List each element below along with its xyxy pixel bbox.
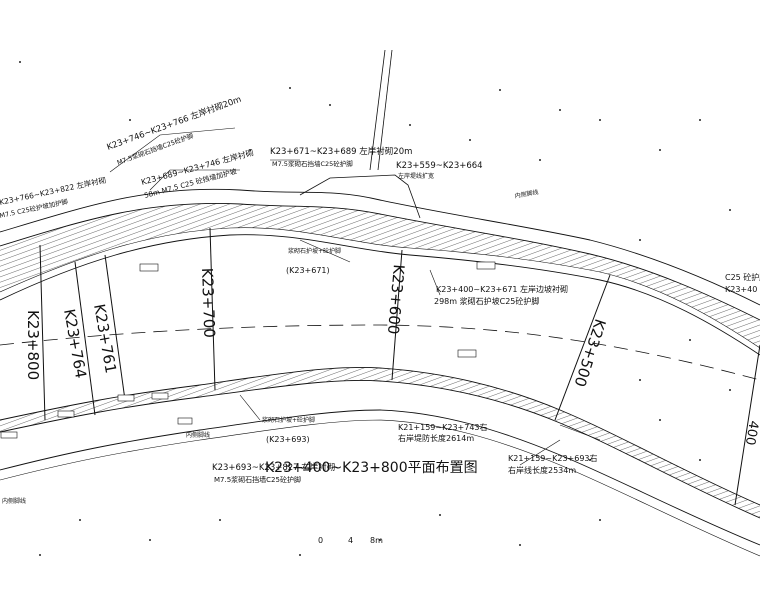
annotation-a25: 内侧脚线 — [514, 188, 539, 200]
scale-bar: 0 4 8m — [318, 536, 383, 545]
annotation-a21: K23+693~K23+827 右岸衬砌 — [212, 462, 335, 473]
annotation-a5: K23+671~K23+689 左岸衬砌20m — [270, 146, 412, 157]
left-bank-revetment-hatch — [0, 203, 760, 348]
small-callout-boxes — [0, 261, 496, 439]
annotation-a23: 浆砌石护坡+砼护脚 — [262, 416, 315, 424]
scale-bar-end: 8m — [370, 536, 383, 545]
annotation-a18: 右岸堤防长度2614m — [398, 433, 474, 443]
drawing-title: K23+400~K23+800平面布置图 — [265, 460, 478, 476]
annotation-a24: (K23+693) — [266, 435, 310, 444]
leader-lines — [109, 127, 601, 466]
cross-section-lines — [39, 227, 760, 506]
annotation-a20: 右岸线长度2534m — [508, 465, 576, 475]
annotation-a19: K21+159~K23+693右 — [508, 453, 598, 463]
annotation-a8: 左岸堤线扩宽 — [398, 172, 434, 180]
annotation-a7: K23+559~K23+664 — [396, 161, 483, 171]
station-label-k23-800: K23+800 — [24, 310, 42, 380]
annotation-a15: C25 砼护脚 — [725, 272, 760, 282]
survey-points — [19, 61, 731, 556]
annotation-a26: 内侧脚线 — [186, 431, 210, 439]
scale-bar-mid: 4 — [348, 536, 353, 545]
station-label-k23-700: K23+700 — [198, 268, 218, 339]
annotation-a22: M7.5浆砌石挡墙C25砼护脚 — [214, 475, 301, 484]
annotation-a11: 浆砌石护坡+砼护脚 — [288, 247, 341, 255]
station-label-k23-761: K23+761 — [90, 303, 120, 375]
annotation-a12: (K23+671) — [286, 266, 330, 275]
station-label-k23-600: K23+600 — [384, 264, 408, 335]
right-bank-revetment-hatch — [0, 367, 760, 518]
annotation-a27: 内侧脚线 — [2, 497, 26, 505]
access-road — [299, 49, 421, 219]
station-label-k23-500: K23+500 — [571, 317, 610, 389]
annotation-a13: K23+400~K23+671 左岸边坡衬砌 — [436, 284, 568, 294]
annotation-a6: M7.5浆砌石挡墙C25砼护脚 — [272, 159, 353, 168]
channel-centerline — [0, 324, 760, 381]
annotation-a14: 298m 浆砌石护坡C25砼护脚 — [434, 296, 539, 306]
station-label-k23-400: 400 — [742, 419, 760, 446]
annotation-a16: K23+40 — [725, 285, 757, 294]
annotation-a17: K21+159~K23+743右 — [398, 422, 488, 432]
scale-bar-zero: 0 — [318, 536, 323, 545]
